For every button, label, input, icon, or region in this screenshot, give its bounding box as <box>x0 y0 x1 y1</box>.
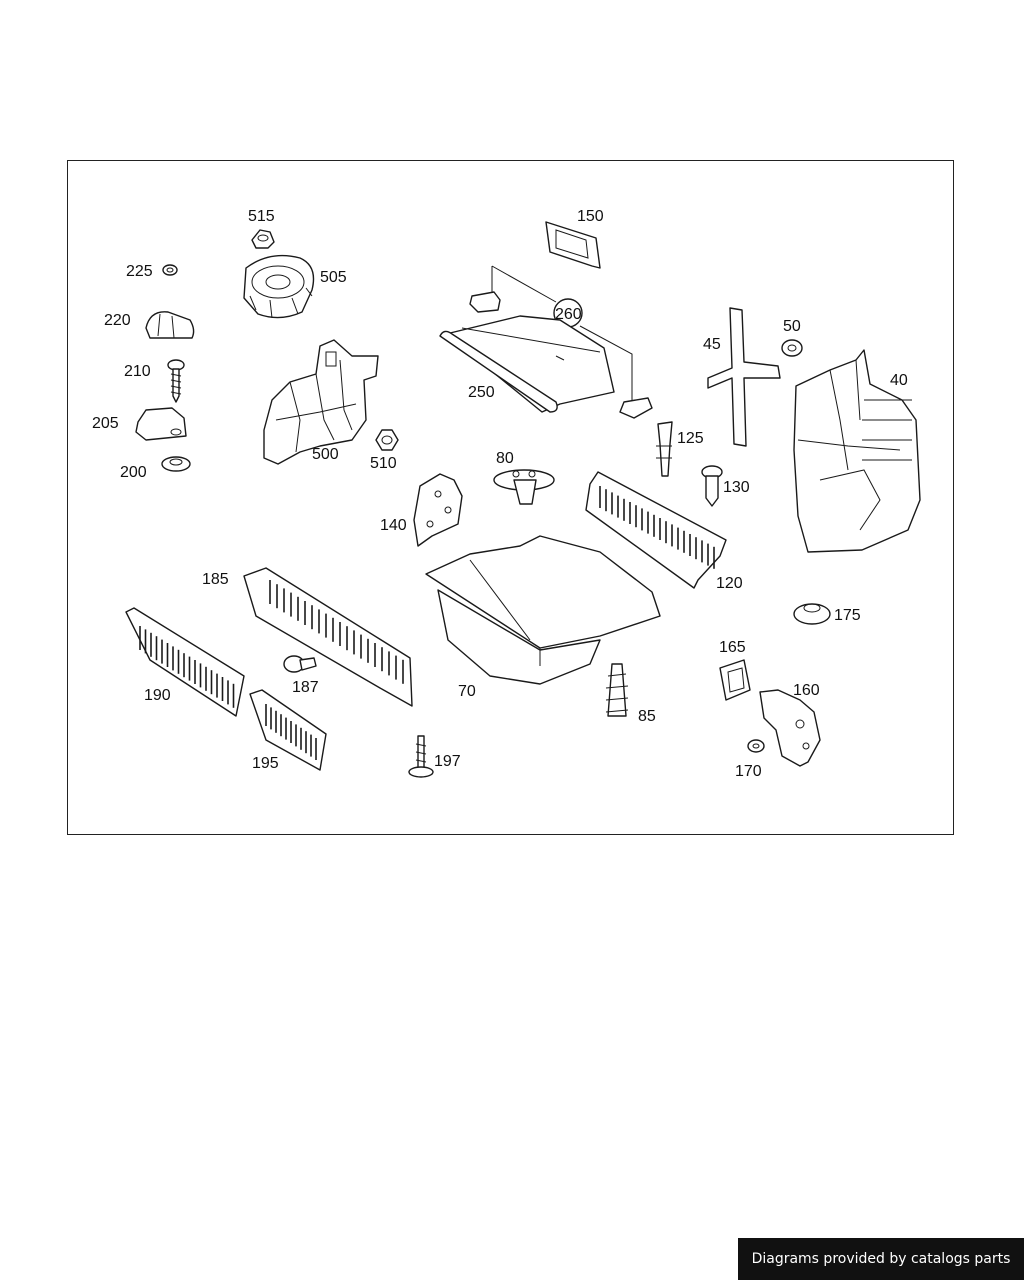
part-185[interactable] <box>243 567 413 707</box>
callout-220: 220 <box>104 312 131 329</box>
part-200[interactable] <box>161 456 191 472</box>
part-45[interactable] <box>707 307 781 447</box>
callout-197: 197 <box>434 753 461 770</box>
part-140[interactable] <box>413 473 463 547</box>
ribs-190 <box>139 626 235 708</box>
part-170[interactable] <box>747 739 765 753</box>
part-80[interactable] <box>493 469 555 505</box>
callout-250: 250 <box>468 384 495 401</box>
ribs-185 <box>269 580 404 684</box>
footer-credit: Diagrams provided by catalogs parts <box>738 1238 1024 1280</box>
callout-165: 165 <box>719 639 746 656</box>
callout-70: 70 <box>458 683 476 700</box>
part-505[interactable] <box>243 254 315 319</box>
part-195[interactable] <box>249 689 327 771</box>
part-40[interactable] <box>793 349 921 553</box>
callout-85: 85 <box>638 708 656 725</box>
part-165[interactable] <box>719 659 751 701</box>
part-187[interactable] <box>283 655 317 673</box>
part-515[interactable] <box>251 229 275 249</box>
callout-200: 200 <box>120 464 147 481</box>
part-175[interactable] <box>793 603 831 625</box>
callout-195: 195 <box>252 755 279 772</box>
part-70[interactable] <box>425 535 661 685</box>
callout-160: 160 <box>793 682 820 699</box>
callout-205: 205 <box>92 415 119 432</box>
part-510[interactable] <box>375 429 399 451</box>
callout-170: 170 <box>735 763 762 780</box>
part-150[interactable] <box>545 221 601 269</box>
callout-40: 40 <box>890 372 908 389</box>
callout-140: 140 <box>380 517 407 534</box>
part-250[interactable] <box>439 315 615 413</box>
part-220[interactable] <box>145 311 195 339</box>
part-197[interactable] <box>408 735 434 778</box>
part-190[interactable] <box>125 607 245 717</box>
part-125[interactable] <box>656 421 673 477</box>
ribs-195 <box>265 704 317 760</box>
part-260-holders[interactable] <box>469 291 653 419</box>
callout-50: 50 <box>783 318 801 335</box>
callout-187: 187 <box>292 679 319 696</box>
callout-500: 500 <box>312 446 339 463</box>
callout-225: 225 <box>126 263 153 280</box>
part-50[interactable] <box>781 339 803 357</box>
part-225[interactable] <box>162 264 178 276</box>
callout-175: 175 <box>834 607 861 624</box>
callout-45: 45 <box>703 336 721 353</box>
part-85[interactable] <box>605 663 629 717</box>
ribs-120 <box>599 486 715 569</box>
diagram-frame <box>67 160 954 835</box>
callout-505: 505 <box>320 269 347 286</box>
part-205[interactable] <box>135 407 187 441</box>
part-130[interactable] <box>701 465 723 507</box>
callout-125: 125 <box>677 430 704 447</box>
callout-130: 130 <box>723 479 750 496</box>
callout-510: 510 <box>370 455 397 472</box>
callout-260: 260 <box>555 306 582 323</box>
callout-120: 120 <box>716 575 743 592</box>
callout-190: 190 <box>144 687 171 704</box>
part-160[interactable] <box>759 689 821 767</box>
callout-515: 515 <box>248 208 275 225</box>
part-120[interactable] <box>585 471 727 589</box>
callout-150: 150 <box>577 208 604 225</box>
callout-210: 210 <box>124 363 151 380</box>
part-500[interactable] <box>263 339 379 465</box>
part-210[interactable] <box>167 359 185 403</box>
callout-80: 80 <box>496 450 514 467</box>
callout-185: 185 <box>202 571 229 588</box>
